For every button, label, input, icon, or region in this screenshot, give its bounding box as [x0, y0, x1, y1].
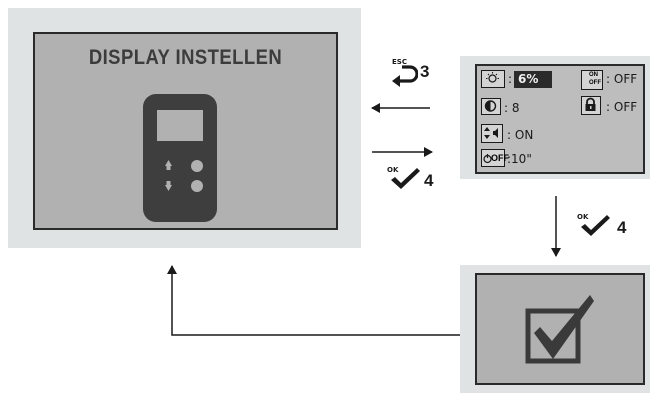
esc-step-number: 3 — [420, 62, 430, 81]
confirm-panel — [460, 265, 650, 393]
confirm-lcd-screen — [475, 273, 645, 385]
return-arrow — [167, 265, 460, 336]
esc-label: ESC — [392, 58, 407, 66]
sound-icon — [481, 124, 503, 143]
ok-check-icon-down — [581, 215, 610, 236]
brightness-value-field[interactable]: 6% — [514, 71, 552, 88]
brightness-icon — [481, 70, 505, 88]
ok-step-number-right: 4 — [424, 171, 434, 190]
ok-step-number-down: 4 — [617, 218, 627, 237]
main-panel: DISPLAY INSTELLEN — [8, 8, 361, 248]
ok-check-icon — [391, 168, 420, 189]
settings-lcd-screen: : 6% ON OFF : OFF : 8 : OFF : ON OFF :10… — [475, 64, 645, 174]
timer-off-icon: OFF — [481, 149, 509, 167]
esc-return-icon — [392, 65, 418, 87]
main-lcd-screen: DISPLAY INSTELLEN — [33, 32, 338, 230]
remote-device-icon — [143, 94, 217, 222]
backlight-onoff-icon: ON OFF — [581, 70, 603, 90]
brightness-value: 6% — [518, 72, 539, 86]
page-title: DISPLAY INSTELLEN — [88, 46, 283, 69]
backlight-off-label: : OFF — [606, 72, 638, 86]
ok-label-down: OK — [577, 213, 589, 221]
contrast-value: : 8 — [504, 101, 520, 115]
timeout-value: :10" — [507, 152, 532, 166]
checkbox-check-icon — [525, 295, 594, 364]
lock-label: : OFF — [606, 100, 638, 114]
ok-label-right: OK — [387, 166, 399, 174]
brightness-separator: : — [508, 72, 513, 86]
lock-icon — [581, 96, 601, 115]
sound-value: : ON — [507, 128, 534, 142]
contrast-icon — [481, 98, 501, 115]
settings-panel: : 6% ON OFF : OFF : 8 : OFF : ON OFF :10… — [460, 56, 650, 179]
